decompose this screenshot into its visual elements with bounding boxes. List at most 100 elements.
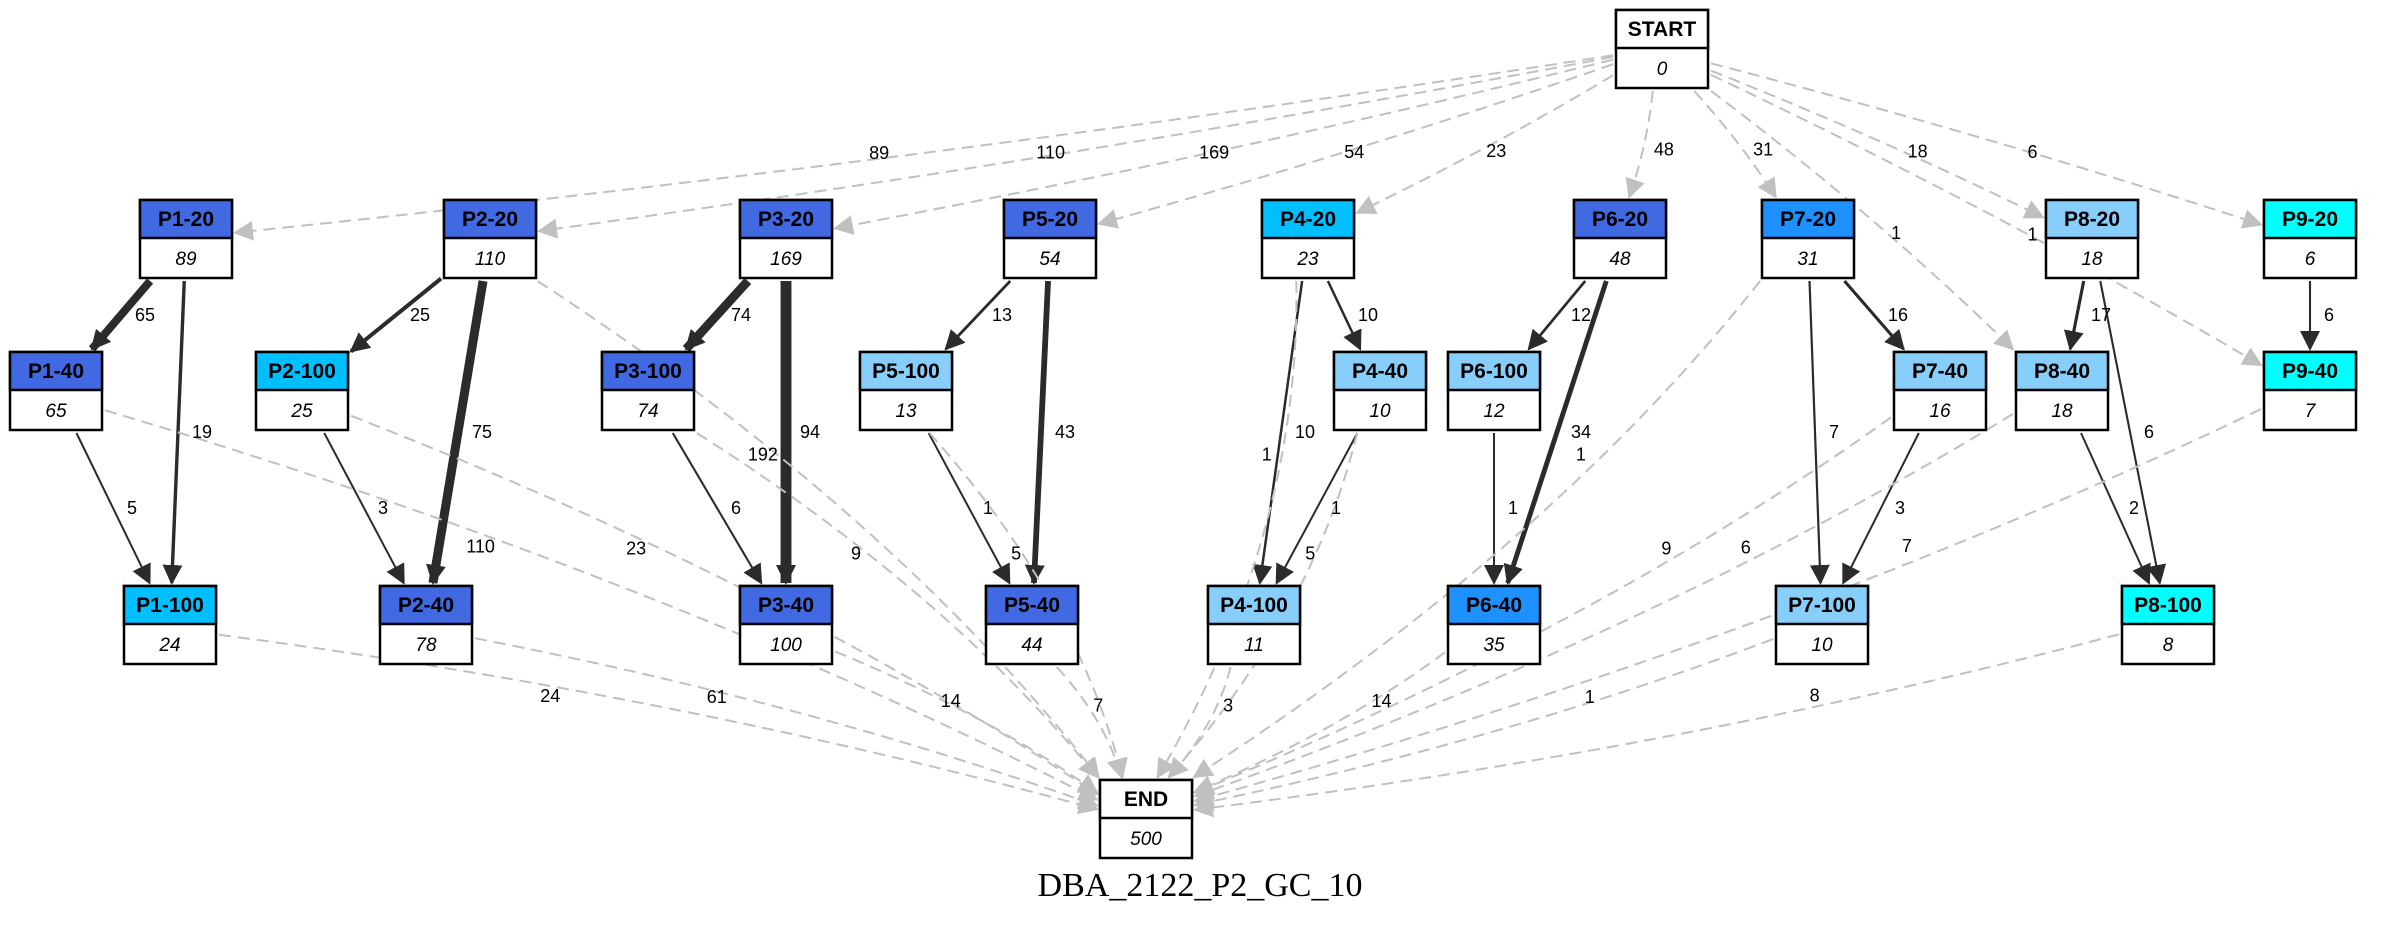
node-value: 18 <box>2081 249 2103 270</box>
node-header <box>600 350 696 392</box>
node-value: 100 <box>770 635 802 656</box>
node-title: P2-20 <box>462 208 518 231</box>
edge-p4-100-to-end <box>1168 666 1232 779</box>
node-value: 48 <box>1609 249 1631 270</box>
nodes-layer: START0END500P1-2089P2-20110P3-20169P5-20… <box>8 8 2358 860</box>
edge-p4-40-to-end <box>1167 432 1359 779</box>
edge-label-p7-40-to-p7-100: 3 <box>1895 498 1905 518</box>
diagram-caption: DBA_2122_P2_GC_10 <box>1038 867 1363 904</box>
node-header <box>8 350 104 392</box>
node-p9-20[interactable]: P9-206 <box>2262 198 2358 280</box>
node-header <box>1446 350 1542 392</box>
edge-label-p6-20-to-p6-40: 34 <box>1571 422 1591 442</box>
edge-label-p5-20-to-p5-100: 13 <box>992 305 1012 325</box>
edge-label-start-to-p4-20: 23 <box>1486 141 1506 161</box>
node-header <box>2014 350 2110 392</box>
edge-p7-40-to-p7-100 <box>1842 432 1920 585</box>
node-title: P8-20 <box>2064 208 2120 231</box>
node-title: P3-100 <box>614 360 682 383</box>
node-header <box>122 584 218 626</box>
edge-label-start-to-p8-40: 1 <box>1891 223 1901 243</box>
node-title: P3-20 <box>758 208 814 231</box>
node-value: 7 <box>2305 401 2317 422</box>
node-value: 65 <box>45 401 67 422</box>
node-value: 169 <box>770 249 802 270</box>
node-header <box>2262 198 2358 240</box>
edge-label-p5-40-to-end: 7 <box>1093 696 1103 716</box>
edge-label-p3-100-to-end: 9 <box>851 543 861 563</box>
node-title: P9-40 <box>2282 360 2338 383</box>
node-title: P1-100 <box>136 594 204 617</box>
node-p9-40[interactable]: P9-40 7 <box>2262 350 2358 432</box>
edge-label-p6-20-to-p6-100: 12 <box>1571 305 1591 325</box>
edge-p6-20-to-p6-100 <box>1527 280 1587 351</box>
edge-p8-20-to-p8-100 <box>2099 280 2167 585</box>
edge-start-to-p6-20 <box>1625 90 1654 199</box>
edge-label-p2-100-to-end: 23 <box>626 538 646 558</box>
edge-label-p4-20-to-p4-100: 10 <box>1295 422 1315 442</box>
node-p8-20[interactable]: P8-20 18 <box>2044 198 2140 280</box>
edge-label-start-to-p2-20: 110 <box>1036 143 1065 163</box>
edge-start-to-p8-20 <box>1710 69 2045 219</box>
node-title: P8-100 <box>2134 594 2202 617</box>
edge-label-p1-20-to-p1-100: 19 <box>192 422 212 442</box>
edge-label-start-to-p5-20: 54 <box>1344 142 1364 162</box>
node-title: P6-40 <box>1466 594 1522 617</box>
edge-label-start-to-p6-20: 48 <box>1654 139 1674 159</box>
edge-label-p8-40-to-end: 6 <box>1741 538 1751 558</box>
edge-p7-20-to-p7-40 <box>1843 279 1905 351</box>
edge-p2-20-to-end <box>536 280 1100 779</box>
edge-p5-40-to-end <box>1055 666 1127 779</box>
edge-label-p4-20-to-end: 1 <box>1262 445 1272 465</box>
node-header <box>2262 350 2358 392</box>
node-title: END <box>1124 788 1168 811</box>
node-header <box>1892 350 1988 392</box>
edge-label-p6-40-to-end: 14 <box>1372 691 1392 711</box>
node-header <box>442 198 538 240</box>
node-header <box>1260 198 1356 240</box>
edge-label-p4-100-to-end: 3 <box>1223 696 1233 716</box>
edge-p3-20-to-p3-100 <box>682 278 752 352</box>
edge-start-to-p1-20 <box>233 54 1614 241</box>
edge-p7-100-to-end <box>1193 638 1774 812</box>
node-value: 89 <box>175 249 197 270</box>
edge-label-p2-100-to-p2-40: 3 <box>378 498 388 518</box>
node-title: P4-20 <box>1280 208 1336 231</box>
node-header <box>378 584 474 626</box>
edge-p4-20-to-p4-100 <box>1252 280 1304 585</box>
edge-p4-20-to-end <box>1156 280 1298 779</box>
node-header <box>1002 198 1098 240</box>
node-title: START <box>1628 18 1697 41</box>
node-value: 500 <box>1130 829 1162 850</box>
node-p3-20[interactable]: P3-20 169 <box>738 198 834 280</box>
edge-label-p1-100-to-end: 24 <box>540 686 560 706</box>
node-header <box>1614 8 1710 50</box>
edge-p8-100-to-end <box>1193 633 2120 818</box>
node-value: 10 <box>1811 635 1833 656</box>
node-title: P6-100 <box>1460 360 1528 383</box>
node-end[interactable]: END 500 <box>1098 778 1194 860</box>
